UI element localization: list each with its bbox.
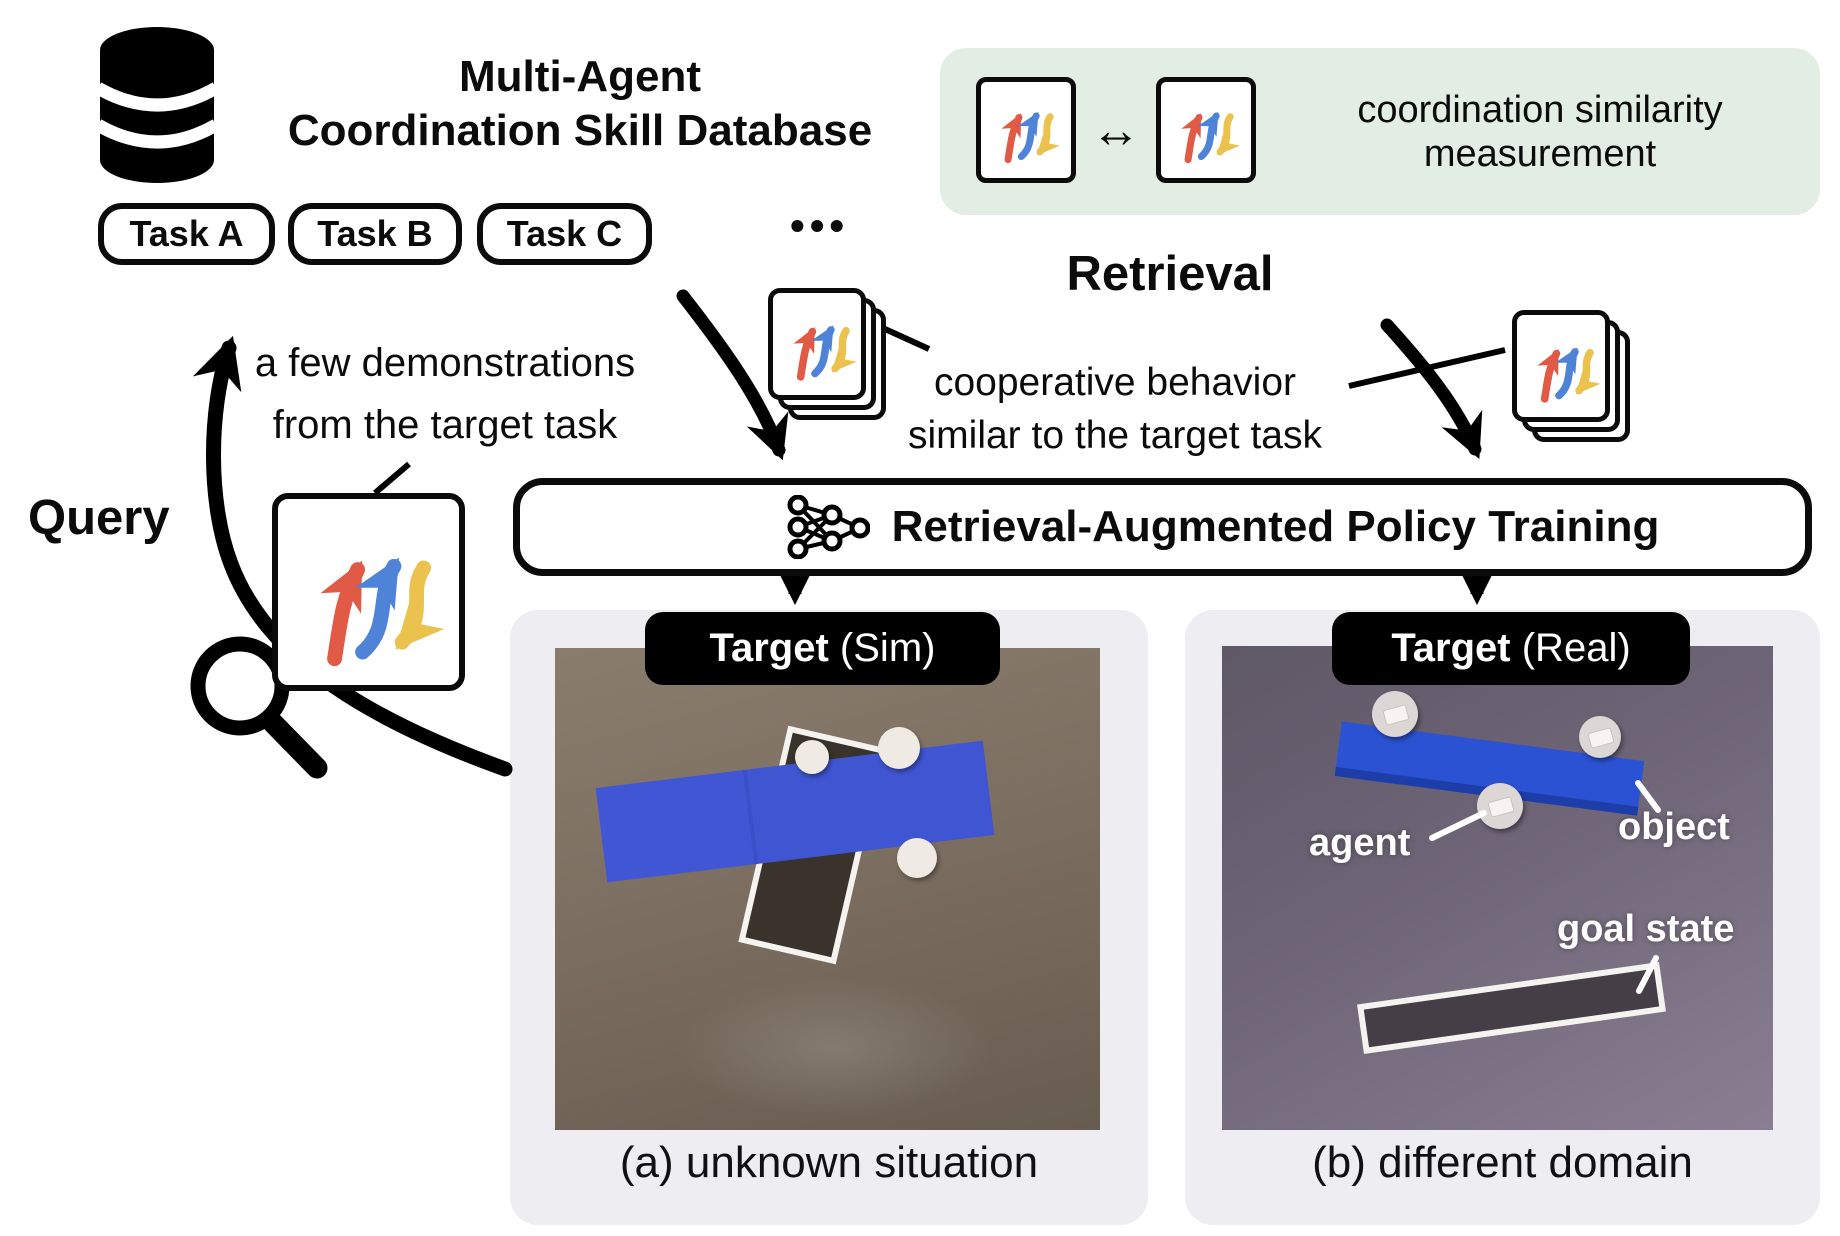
retrieval-heading: Retrieval <box>1066 247 1274 301</box>
right-stack-pointer-line <box>1348 347 1506 389</box>
task-pill-a: Task A <box>98 203 275 265</box>
agent-pointer-line <box>1429 810 1487 841</box>
retrieval-arrow-right <box>1380 318 1483 460</box>
object-pointer-line <box>1635 780 1661 813</box>
database-title-line1: Multi-Agent <box>459 52 701 101</box>
retrieval-note-line1: cooperative behavior <box>933 361 1297 404</box>
query-note-line1: a few demonstrations <box>254 341 636 385</box>
retrieval-note-line2: similar to the target task <box>908 414 1322 457</box>
neural-network-icon <box>787 495 870 559</box>
query-note-line2: from the target task <box>272 403 618 447</box>
query-note: a few demonstrations from the target tas… <box>230 332 660 456</box>
goal-state-label: goal state <box>1557 908 1735 950</box>
similarity-box-text: coordination similarity measurement <box>1280 48 1800 215</box>
database-icon <box>94 26 220 184</box>
policy-training-label: Retrieval-Augmented Policy Training <box>891 502 1660 551</box>
sim-agent-robot <box>795 740 829 774</box>
sim-panel: (a) unknown situation <box>510 610 1148 1225</box>
database-title: Multi-Agent Coordination Skill Database <box>270 50 890 158</box>
task-pill-c-label: Task C <box>506 213 623 254</box>
sim-photo <box>555 648 1100 1130</box>
sim-caption: (a) unknown situation <box>619 1138 1039 1187</box>
similarity-text-line2: measurement <box>1423 132 1657 175</box>
real-agent-robot <box>1579 716 1621 758</box>
similarity-text-line1: coordination similarity <box>1357 88 1723 131</box>
real-caption: (b) different domain <box>1312 1138 1693 1187</box>
real-target-tag-rest: (Real) <box>1510 626 1631 670</box>
retrieval-arrow-left <box>676 289 789 461</box>
trajectory-card-icon <box>1512 310 1610 422</box>
real-photo: agent object goal state <box>1222 646 1773 1130</box>
sim-agent-robot <box>897 838 937 878</box>
policy-training-bar: Retrieval-Augmented Policy Training <box>513 478 1812 576</box>
annotation-lines <box>1429 780 1661 994</box>
object-label: object <box>1618 806 1730 848</box>
sim-target-tag-rest: (Sim) <box>828 626 936 670</box>
goal-pointer-line <box>1636 955 1659 994</box>
real-target-tag: Target (Real) <box>1332 612 1690 685</box>
real-panel: agent object goal state (b) different do… <box>1185 610 1820 1225</box>
query-heading: Query <box>28 491 170 545</box>
agent-label: agent <box>1309 822 1411 864</box>
task-pill-c: Task C <box>477 203 652 265</box>
task-pill-b: Task B <box>288 203 462 265</box>
sim-target-tag: Target (Sim) <box>645 612 1000 685</box>
trajectory-card-icon <box>290 511 455 681</box>
retrieved-skills-stack-left <box>768 288 890 424</box>
retrieved-skills-stack-right <box>1512 310 1634 446</box>
trajectory-card-icon <box>976 77 1076 183</box>
sim-target-tag-bold: Target <box>709 626 829 670</box>
trajectory-card-icon <box>768 288 866 400</box>
task-pill-a-label: Task A <box>129 213 244 254</box>
database-title-line2: Coordination Skill Database <box>287 106 873 155</box>
compare-arrows-icon: ↔ <box>1091 102 1141 158</box>
retrieval-note: cooperative behavior similar to the targ… <box>880 356 1350 462</box>
query-card-pointer-line <box>373 461 411 496</box>
sim-agent-robot <box>878 727 920 769</box>
task-pill-b-label: Task B <box>317 213 433 254</box>
real-target-tag-bold: Target <box>1391 626 1511 670</box>
real-agent-robot <box>1477 783 1523 829</box>
real-agent-robot <box>1372 691 1418 737</box>
more-tasks-ellipsis: ••• <box>790 202 850 249</box>
query-trajectory-card <box>272 493 465 691</box>
trajectory-card-icon <box>1156 77 1256 183</box>
similarity-box: ↔ coordination similarity measurement <box>940 48 1820 215</box>
